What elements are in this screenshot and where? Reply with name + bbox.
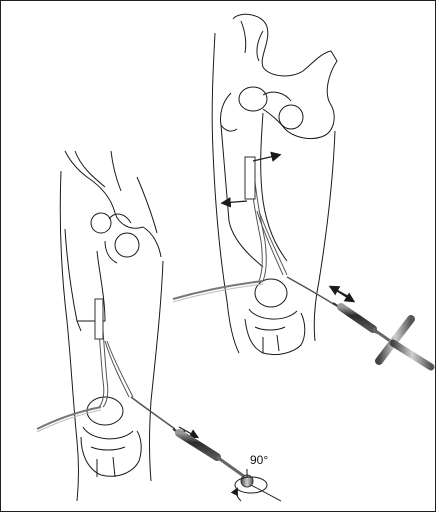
right-nail — [245, 157, 287, 281]
right-femoral-head — [239, 87, 267, 111]
rotation-angle-label: 90° — [250, 453, 268, 467]
right-inserter — [333, 303, 431, 367]
right-guide-wire — [173, 281, 263, 299]
left-thigh-outline — [60, 171, 78, 501]
left-femoral-head — [91, 213, 111, 233]
right-femur — [220, 93, 263, 267]
right-thigh-outline — [212, 33, 239, 353]
left-patella — [87, 397, 123, 425]
left-nail — [95, 299, 133, 407]
direction-arrow-icon — [223, 155, 353, 301]
right-leg-illustration — [212, 14, 337, 354]
left-leg-illustration — [60, 151, 163, 501]
right-patella — [255, 279, 287, 307]
t-handle-icon — [379, 319, 431, 367]
